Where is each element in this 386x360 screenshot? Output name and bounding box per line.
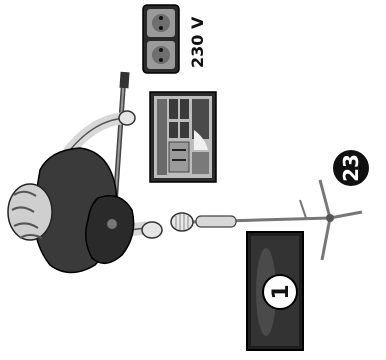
speaker-monitor-icon: 1 bbox=[247, 232, 303, 350]
guitar-amp-icon bbox=[150, 92, 216, 182]
double-socket-icon bbox=[143, 5, 179, 73]
power-label: 230 V bbox=[188, 16, 207, 68]
guitarist-topview-icon bbox=[8, 72, 162, 273]
badge-number: 23 bbox=[339, 154, 363, 182]
channel-badge: 23 bbox=[333, 150, 369, 186]
monitor-number: 1 bbox=[269, 284, 294, 299]
